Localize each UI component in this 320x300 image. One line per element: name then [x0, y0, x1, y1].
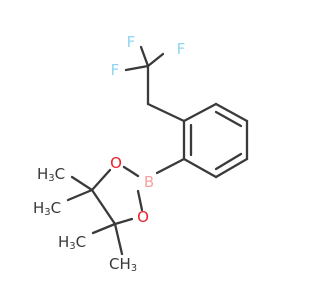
bond-boron-o1	[122, 165, 140, 178]
bond-ring-boron	[155, 157, 186, 175]
chemical-structure-diagram: F F F B O O H3C H3C H3C CH3	[33, 33, 249, 274]
bond-cf3-f2	[146, 52, 165, 68]
methyl-label-1: H3C	[37, 165, 65, 184]
methyl-label-2: H3C	[33, 199, 61, 218]
atom-labels: F F F B O O	[110, 33, 185, 226]
ring-double-bond-2	[214, 110, 243, 128]
methyl-1-subscript: 3	[48, 173, 54, 184]
fluorine-label-1: F	[127, 33, 136, 51]
ring-double-bond-3	[214, 152, 243, 171]
bond-boron-o2	[136, 189, 144, 212]
methyl-4-ch: CH	[109, 255, 131, 273]
ring-bond-5	[182, 157, 218, 179]
oxygen-label-2: O	[137, 208, 149, 226]
methyl-labels: H3C H3C H3C CH3	[33, 165, 137, 274]
methyl-1-c: C	[55, 165, 65, 183]
bond-c1-methyl-1	[70, 175, 94, 192]
methyl-3-subscript: 3	[69, 241, 75, 252]
methyl-label-3: H3C	[58, 233, 86, 252]
methyl-1-h: H	[37, 165, 48, 183]
boron-label: B	[144, 173, 154, 191]
methyl-4-subscript: 3	[131, 263, 137, 274]
ring-bond-4	[214, 157, 249, 179]
bond-o1-c1	[90, 168, 112, 192]
bond-c2-methyl-3	[91, 222, 117, 235]
bond-c1-c2	[90, 188, 117, 226]
methyl-2-subscript: 3	[44, 207, 50, 218]
methyl-label-4: CH3	[109, 255, 137, 274]
methyl-3-h: H	[58, 233, 69, 251]
bond-lines	[66, 45, 249, 256]
fluorine-label-3: F	[111, 61, 120, 79]
bond-cf3-f3	[124, 64, 150, 72]
methyl-2-c: C	[51, 199, 61, 217]
methyl-3-c: C	[76, 233, 86, 251]
fluorine-label-2: F	[177, 40, 186, 58]
methyl-2-h: H	[33, 199, 44, 217]
bond-cf3-f1	[139, 45, 150, 68]
bond-c1-methyl-2	[66, 188, 94, 202]
bond-o2-c2	[113, 217, 134, 226]
ring-bond-1	[182, 102, 218, 123]
oxygen-label-1: O	[110, 154, 122, 172]
ring-bond-2	[214, 102, 249, 123]
bond-c2-methyl-4	[113, 222, 124, 256]
bond-ch2-ring	[146, 102, 186, 123]
